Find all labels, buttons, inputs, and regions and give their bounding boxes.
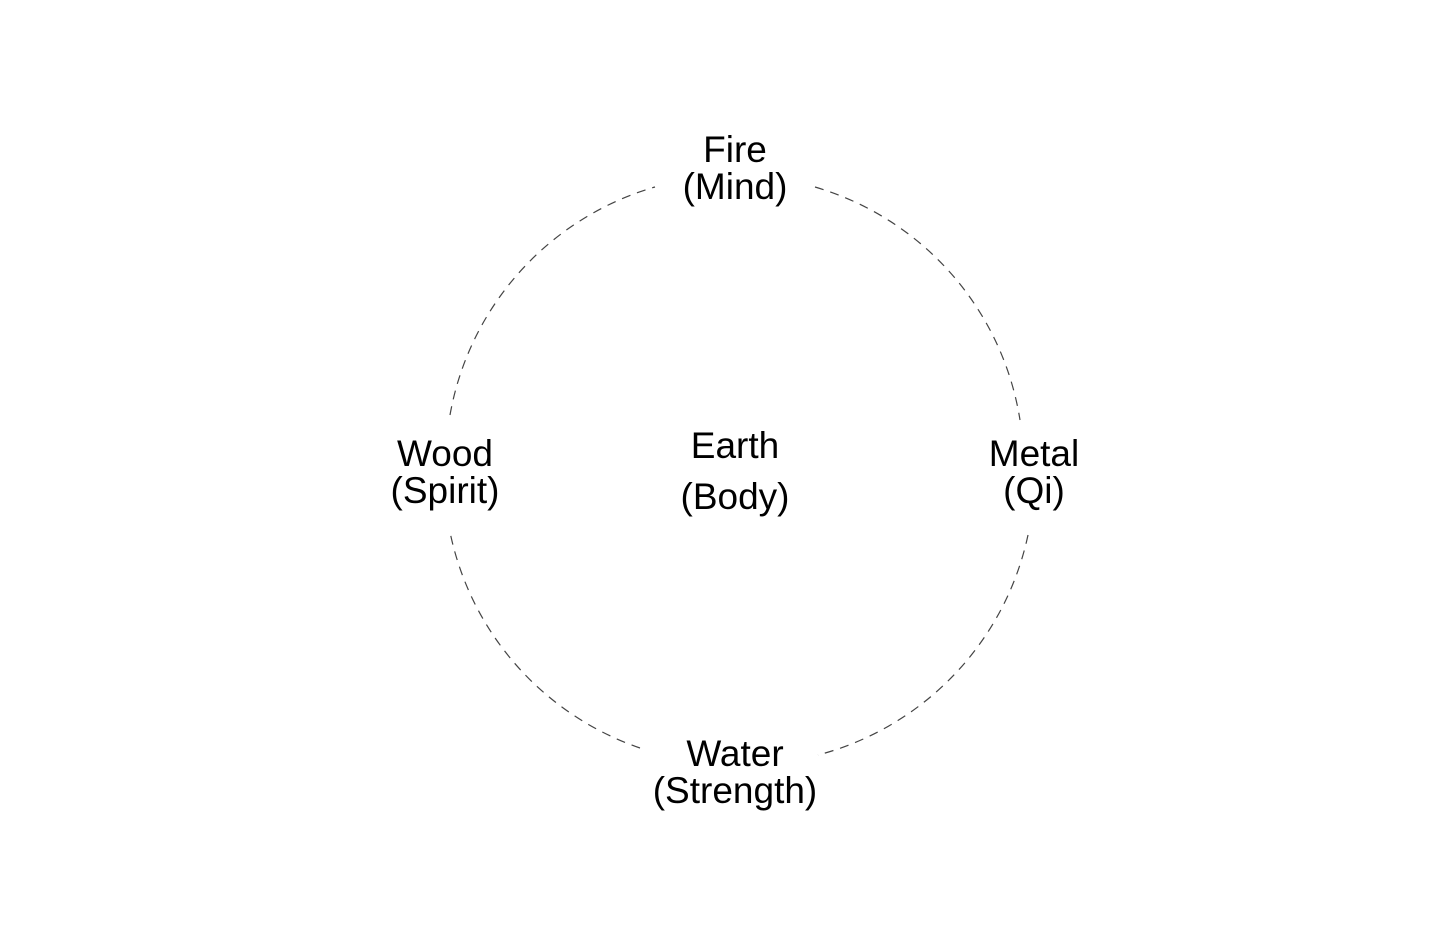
element-earth: Earth (Body) <box>681 425 790 517</box>
wood-name: Wood <box>397 433 493 474</box>
metal-aspect: (Qi) <box>1003 470 1065 511</box>
ring-arc-metal-water <box>817 534 1029 756</box>
earth-aspect: (Body) <box>681 476 790 517</box>
metal-name: Metal <box>989 433 1079 474</box>
element-water: Water (Strength) <box>653 733 818 811</box>
fire-aspect: (Mind) <box>683 166 788 207</box>
wood-aspect: (Spirit) <box>391 470 500 511</box>
ring-arc-fire-metal <box>814 186 1021 421</box>
element-wood: Wood (Spirit) <box>391 433 500 511</box>
element-ring <box>449 186 1029 756</box>
ring-arc-wood-fire <box>449 186 656 416</box>
earth-name: Earth <box>691 425 779 466</box>
water-aspect: (Strength) <box>653 770 818 811</box>
element-metal: Metal (Qi) <box>989 433 1079 511</box>
fire-name: Fire <box>703 129 767 170</box>
ring-arc-water-wood <box>449 531 641 749</box>
element-fire: Fire (Mind) <box>683 129 788 207</box>
water-name: Water <box>686 733 783 774</box>
